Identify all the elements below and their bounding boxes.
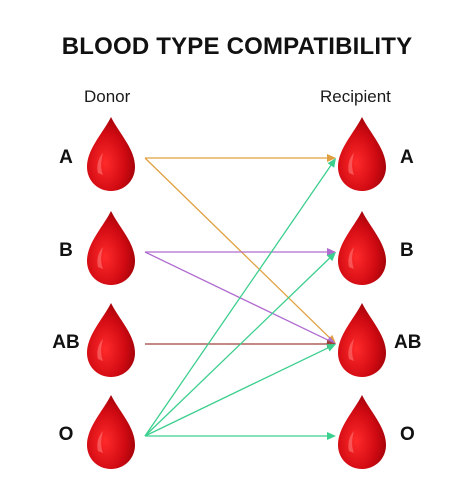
arrows-layer	[144, 154, 336, 440]
donor-drop-b-icon	[87, 211, 135, 285]
arrow-o-to-ab	[144, 347, 329, 437]
recipient-drop-b-icon	[338, 211, 386, 285]
recipient-label-a: A	[400, 147, 414, 168]
recipient-drop-o-icon	[338, 395, 386, 469]
arrowhead-o-to-a	[327, 158, 336, 168]
recipient-drop-ab-icon	[338, 303, 386, 377]
donor-label-a: A	[59, 147, 73, 168]
recipient-label-ab: AB	[394, 332, 422, 353]
page-title: BLOOD TYPE COMPATIBILITY	[61, 33, 413, 60]
donor-drop-ab-icon	[87, 303, 135, 377]
donor-drop-a-icon	[87, 117, 135, 191]
arrow-o-to-a	[144, 165, 332, 437]
recipient-label-o: O	[400, 424, 415, 445]
recipient-header: Recipient	[320, 87, 391, 106]
drops-layer	[87, 117, 386, 469]
arrow-b-to-ab	[144, 251, 329, 341]
arrow-a-to-ab	[144, 157, 331, 339]
arrowhead-o-to-o	[327, 432, 336, 440]
arrowhead-o-to-b	[326, 252, 336, 262]
arrowhead-o-to-ab	[326, 344, 336, 352]
donor-label-b: B	[59, 240, 73, 261]
arrow-o-to-b	[144, 257, 330, 437]
arrowhead-b-to-b	[327, 248, 336, 256]
arrowhead-a-to-a	[327, 154, 336, 162]
donor-label-o: O	[58, 424, 74, 445]
recipient-drop-a-icon	[338, 117, 386, 191]
donor-header: Donor	[84, 87, 131, 106]
donor-label-ab: AB	[52, 332, 80, 353]
recipient-label-b: B	[400, 240, 414, 261]
donor-drop-o-icon	[87, 395, 135, 469]
